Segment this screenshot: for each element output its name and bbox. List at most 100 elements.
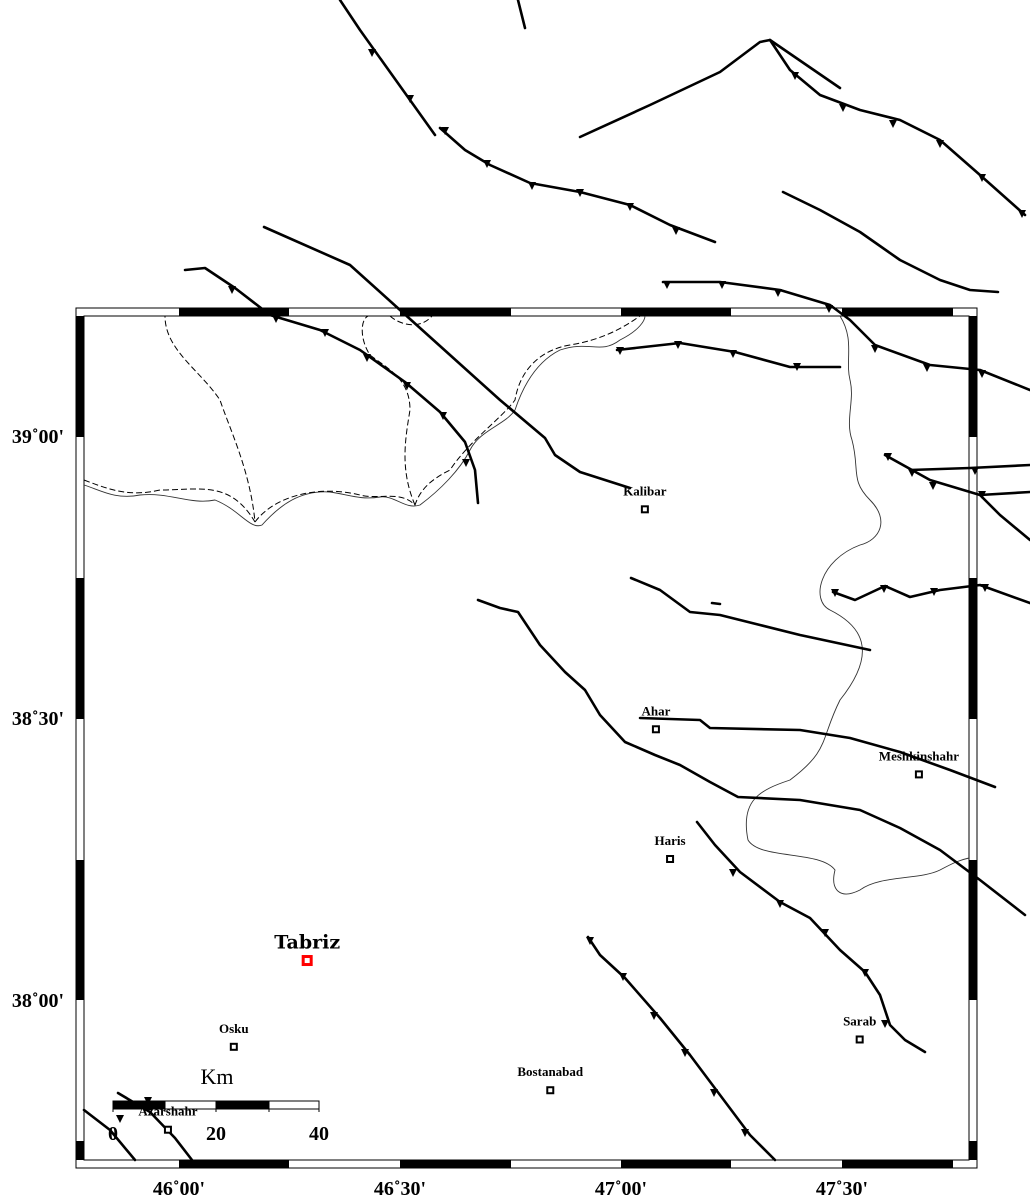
thrust-tooth	[971, 467, 979, 475]
thrust-tooth	[406, 95, 414, 103]
city-marker-icon	[666, 855, 675, 863]
thrust-tooth	[674, 341, 682, 349]
thrust-tooth	[884, 453, 892, 461]
longitude-label: 47˚30'	[816, 1178, 868, 1199]
city-label: Tabriz	[274, 932, 340, 954]
thrust-tooth	[839, 104, 847, 112]
thrust-tooth	[793, 363, 801, 371]
city-marker-icon	[855, 1035, 864, 1044]
thrust-tooth	[710, 1089, 718, 1097]
city-bostanabad[interactable]: Bostanabad	[517, 1064, 584, 1095]
frame-checkerboard	[76, 308, 977, 1168]
thrust-tooth	[923, 364, 931, 372]
faults	[82, 0, 1030, 1162]
thrust-tooth	[978, 491, 986, 499]
city-marker-icon	[301, 955, 313, 967]
thrust-tooth	[978, 370, 986, 378]
thrust-tooth	[663, 281, 671, 289]
city-label: Meshkinshahr	[879, 748, 959, 763]
thrust-tooth	[930, 588, 938, 596]
thrust-tooth	[672, 227, 680, 235]
city-haris[interactable]: Haris	[655, 833, 686, 863]
thrust-tooth	[616, 347, 624, 355]
scale-label-20: 20	[206, 1123, 226, 1145]
thrust-tooth	[272, 315, 280, 323]
thrust-tooth	[363, 354, 371, 362]
city-label: Haris	[655, 833, 686, 848]
city-marker-icon	[914, 770, 923, 779]
scale-label-40: 40	[309, 1123, 329, 1145]
city-osku[interactable]: Osku	[219, 1021, 249, 1051]
thrust-tooth	[116, 1115, 124, 1123]
city-marker-icon	[163, 1125, 172, 1134]
thrust-tooth	[228, 286, 236, 294]
frame-segment	[76, 1141, 84, 1160]
city-azarshahr[interactable]: Azarshahr	[138, 1104, 198, 1134]
city-marker-icon	[546, 1086, 555, 1095]
frame-segment	[76, 578, 84, 719]
city-tabriz[interactable]: Tabriz	[274, 932, 340, 967]
thrust-tooth	[619, 973, 627, 981]
province-border	[254, 315, 641, 523]
longitude-label: 47˚00'	[595, 1178, 647, 1199]
frame-segment	[179, 1160, 289, 1168]
frame-segment	[842, 1160, 953, 1168]
scale-label-0: 0	[108, 1123, 118, 1145]
longitude-label: 46˚30'	[374, 1178, 426, 1199]
thrust-tooth	[741, 1129, 749, 1137]
thrust-tooth	[908, 469, 916, 477]
frame-segment	[621, 308, 731, 316]
thrust-tooth	[831, 589, 839, 597]
frame-segment	[76, 860, 84, 1000]
frame-segment	[969, 578, 977, 719]
city-label: Bostanabad	[517, 1064, 584, 1079]
thrust-tooth	[825, 305, 833, 313]
thrust-tooth	[681, 1049, 689, 1057]
city-marker-icon	[229, 1042, 238, 1051]
city-marker-icon	[651, 725, 660, 734]
map-inner-frame	[83, 315, 970, 1161]
thrust-tooth	[889, 120, 897, 128]
province-border-east	[745, 315, 970, 895]
country-border	[83, 315, 646, 527]
longitude-label: 46˚00'	[153, 1178, 205, 1199]
frame-segment	[969, 860, 977, 1000]
city-ahar[interactable]: Ahar	[641, 703, 671, 734]
city-label: Ahar	[641, 703, 670, 718]
thrust-tooth	[881, 1020, 889, 1028]
thrust-tooth	[650, 1012, 658, 1020]
latitude-label: 39˚00'	[12, 426, 64, 448]
thrust-tooth	[880, 585, 888, 593]
thrust-tooth	[626, 203, 634, 211]
thrust-tooth	[576, 189, 584, 197]
frame-segment	[842, 308, 953, 316]
frame-segment	[400, 1160, 511, 1168]
thrust-tooth	[483, 160, 491, 168]
city-kalibar[interactable]: Kalibar	[623, 483, 667, 514]
thrust-tooth	[462, 459, 470, 467]
thrust-tooth	[439, 412, 447, 420]
thrust-tooth	[403, 382, 411, 390]
thrust-tooth	[774, 289, 782, 297]
thrust-tooth	[718, 281, 726, 289]
thrust-tooth	[586, 937, 594, 945]
thrust-tooth	[871, 345, 879, 353]
thrust-tooth	[368, 49, 376, 57]
city-label: Osku	[219, 1021, 249, 1036]
city-meshkinshahr[interactable]: Meshkinshahr	[879, 748, 959, 779]
frame-segment	[179, 308, 289, 316]
map-outer-frame	[75, 307, 978, 1169]
frame-segment	[969, 1141, 977, 1160]
frame-segment	[76, 316, 84, 437]
latitude-labels: 39˚00'38˚30'38˚00'	[12, 426, 64, 1012]
thrust-tooth	[528, 182, 536, 190]
thrust-tooth	[441, 127, 449, 135]
city-marker-icon	[640, 505, 649, 514]
thrust-tooth	[978, 174, 986, 182]
city-label: Sarab	[843, 1013, 876, 1028]
scale-bar: Km 0 20 40	[108, 1064, 329, 1145]
province-border	[361, 315, 433, 506]
city-sarab[interactable]: Sarab	[843, 1013, 876, 1044]
